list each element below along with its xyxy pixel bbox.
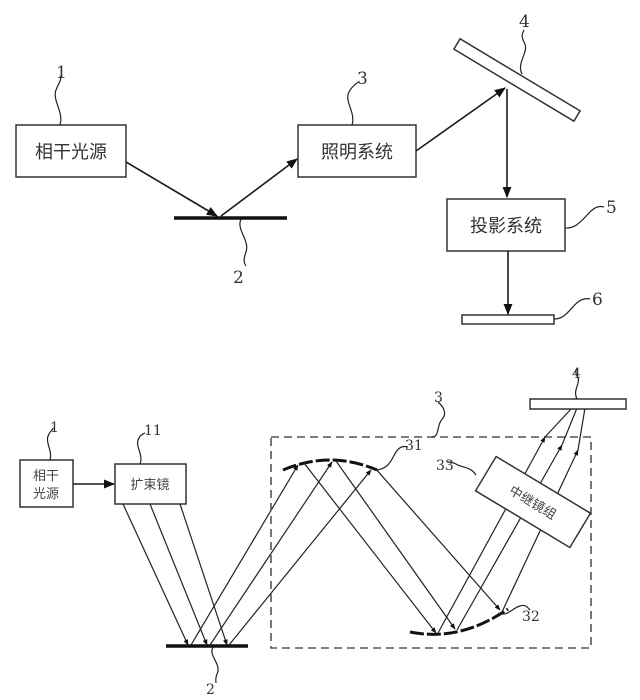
- ref-label-b1: 1: [50, 420, 59, 436]
- beam-expander-ray-1: [122, 503, 189, 646]
- ref-label-6: 6: [592, 290, 603, 310]
- beam-31-to-32-ray-3: [374, 467, 501, 611]
- beam-expander-label: 扩束镜: [130, 478, 169, 493]
- ref-leader-2: [239, 218, 248, 267]
- ref-label-3: 3: [357, 69, 368, 89]
- ref-leader-5: [564, 205, 605, 229]
- ref-leader-3: [347, 81, 359, 126]
- illumination-system-label: 照明系统: [321, 142, 393, 163]
- mirror-32: [409, 607, 509, 636]
- ref-label-5: 5: [606, 198, 617, 218]
- ref-leader-6: [553, 298, 591, 320]
- beam-32-to-dmd-ray-2-end: [561, 407, 578, 446]
- projection-system-label: 投影系统: [470, 216, 542, 237]
- beam-31-to-32-ray-2: [335, 460, 456, 630]
- beam-32-to-dmd-ray-3-end: [577, 407, 586, 451]
- ref-leader-b2: [211, 646, 219, 684]
- beam-source-to-mirror: [125, 161, 218, 217]
- ref-leader-31: [376, 445, 409, 471]
- relay-lens-group-33: 中继镜组: [474, 455, 592, 549]
- beam-32-to-dmd-ray-1-end: [544, 407, 573, 438]
- wafer-6: [461, 314, 555, 325]
- ref-label-1: 1: [56, 63, 67, 83]
- beam-to-31-ray-3: [228, 469, 372, 646]
- beam-illumination-to-dmd: [415, 87, 506, 152]
- ref-label-4: 4: [519, 12, 530, 32]
- coherent-light-source-box: 相干光源: [15, 124, 127, 178]
- beam-to-31-ray-1: [190, 464, 299, 646]
- coherent-light-source-line2: 光源: [33, 487, 59, 502]
- dmd-4-bottom: [529, 398, 627, 410]
- ref-label-33: 33: [436, 458, 454, 474]
- ref-leader-b1: [46, 427, 54, 461]
- projection-system-box: 投影系统: [446, 198, 566, 252]
- beam-expander-ray-3: [179, 503, 228, 646]
- coherent-light-source-box-small: 相干 光源: [19, 459, 74, 508]
- ref-label-31: 31: [405, 438, 423, 454]
- ref-label-b4: 4: [572, 366, 581, 382]
- beam-to-31-ray-2: [209, 461, 333, 646]
- ref-label-b3: 3: [434, 390, 443, 406]
- beam-expander-box: 扩束镜: [114, 463, 187, 505]
- dmd-4: [452, 37, 582, 123]
- ref-leader-4: [520, 29, 526, 75]
- ref-label-2: 2: [233, 268, 244, 288]
- beam-31-to-32-ray-1: [303, 462, 437, 634]
- bottom-diagram: 相干 光源 1 扩束镜 11 2 3 31: [19, 366, 627, 698]
- ref-label-32: 32: [522, 609, 540, 625]
- ref-leader-1: [54, 75, 62, 126]
- illumination-system-region-3: [270, 436, 592, 649]
- ref-leader-b4: [574, 367, 580, 400]
- coherent-light-source-label: 相干光源: [35, 142, 107, 163]
- ref-leader-32: [497, 604, 531, 615]
- coherent-light-source-line1: 相干: [33, 469, 59, 484]
- top-diagram: 相干光源 1 2 照明系统 3 4 投影系统: [15, 12, 617, 325]
- mirror-31: [282, 458, 378, 472]
- beam-mirror-to-illumination: [220, 158, 298, 217]
- ref-label-11: 11: [144, 423, 162, 439]
- ref-leader-11: [137, 432, 146, 465]
- beam-expander-ray-2: [149, 503, 208, 646]
- beam-32-to-dmd-ray-3: [501, 449, 579, 613]
- beam-32-to-dmd-ray-2: [456, 444, 563, 631]
- ref-label-b2: 2: [206, 682, 215, 698]
- beam-32-to-dmd-ray-1: [437, 436, 546, 634]
- ref-leader-33: [446, 461, 477, 476]
- illumination-system-box: 照明系统: [297, 124, 417, 178]
- ref-leader-b3: [431, 401, 446, 438]
